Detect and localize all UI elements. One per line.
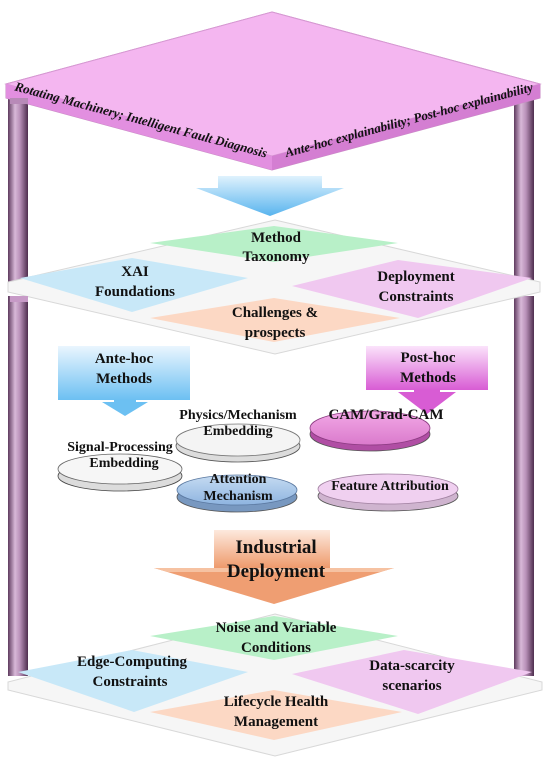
ante-hoc-arrow (58, 346, 190, 416)
level3-right-line1: Data-scarcity (369, 658, 455, 674)
post-hoc-line2: Methods (400, 370, 456, 386)
physics-line1: Physics/Mechanism (179, 408, 297, 423)
level3-right-line2: scenarios (382, 678, 441, 694)
disk-physics-mechanism (175, 423, 301, 463)
disk-feature-attribution (317, 473, 459, 512)
level1-bottom-line2: prospects (245, 325, 306, 341)
level3-left-line1: Edge-Computing (77, 654, 188, 670)
post-hoc-line1: Post-hoc (401, 350, 456, 366)
attention-line2: Mechanism (203, 489, 273, 504)
feature-attribution-label: Feature Attribution (331, 479, 449, 494)
level1-tile-left (20, 258, 248, 312)
level3-center-line1: Noise and Variable (216, 620, 337, 636)
level3-bottom-line1: Lifecycle Health (224, 694, 329, 710)
level3-plate (7, 613, 543, 757)
level1-tile-center (150, 226, 398, 262)
disk-attention-mechanism (176, 474, 298, 513)
pillar-back-left (8, 96, 28, 676)
level3-tile-right (292, 650, 532, 714)
level1-bottom-line1: Challenges & (232, 305, 318, 321)
level1-left-line1: XAI (121, 264, 149, 280)
industrial-line2: Deployment (227, 561, 326, 582)
industrial-deployment-arrow (154, 530, 394, 604)
signal-line2: Embedding (89, 456, 158, 471)
level1-right-line1: Deployment (377, 269, 455, 285)
level1-left-line2: Foundations (95, 284, 175, 300)
pillar-front-left (10, 98, 28, 104)
level3-tile-center (150, 616, 398, 660)
pillar-back-right (514, 96, 534, 676)
disk-signal-processing (57, 453, 183, 492)
ante-hoc-line2: Methods (96, 371, 152, 387)
down-arrow-top (196, 176, 344, 216)
pillar-front-left-lower (10, 296, 28, 302)
post-hoc-arrow (366, 346, 488, 414)
disk-cam-gradcam (309, 410, 431, 452)
ante-hoc-line1: Ante-hoc (95, 351, 154, 367)
level1-center-line1: Method (251, 230, 302, 246)
level3-center-line2: Conditions (241, 640, 311, 656)
attention-line1: Attention (210, 472, 267, 487)
cam-label: CAM/Grad-CAM (329, 407, 444, 423)
top-platform (4, 11, 542, 171)
level3-tile-bottom (150, 690, 402, 740)
physics-line2: Embedding (203, 424, 272, 439)
level1-tile-bottom (150, 298, 400, 342)
level1-center-line2: Taxonomy (243, 249, 310, 265)
level1-right-line2: Constraints (378, 289, 453, 305)
level3-left-line2: Constraints (92, 674, 167, 690)
level1-tile-right (292, 260, 532, 318)
level1-plate (7, 219, 541, 355)
signal-line1: Signal-Processing (67, 440, 173, 455)
level3-bottom-line2: Management (234, 714, 318, 730)
level3-tile-left (18, 650, 248, 712)
industrial-line1: Industrial (235, 537, 316, 558)
